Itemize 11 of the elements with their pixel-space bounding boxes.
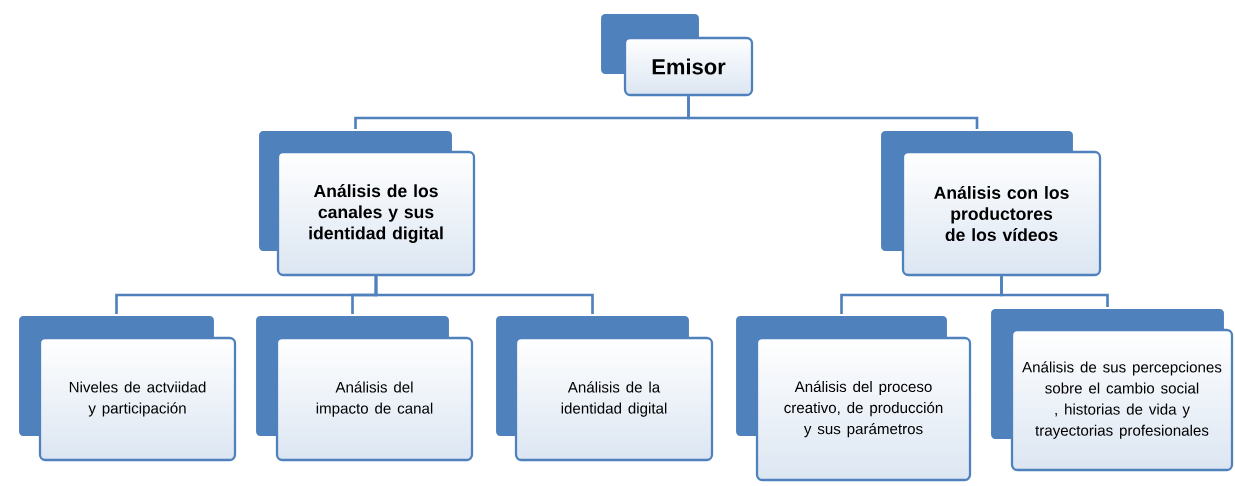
process-box: Análisis con los productores de los vídeos bbox=[878, 128, 1102, 277]
process-box: Análisis del proceso creativo, de producción y sus parámetros bbox=[733, 313, 972, 482]
connector-line bbox=[374, 276, 594, 314]
process-box: Análisis del impacto de canal bbox=[253, 313, 474, 462]
process-box: Análisis de sus percepciones sobre el cambio social , historias de vida y trayectorias profesionales bbox=[988, 306, 1234, 472]
process-box: Análisis de los canales y sus identidad digital bbox=[256, 128, 476, 277]
process-box: Niveles de actviidad y participación bbox=[16, 313, 237, 462]
process-box: Análisis de la identidad digital bbox=[493, 313, 714, 462]
connector-line bbox=[687, 96, 979, 129]
connector-line bbox=[1000, 276, 1109, 307]
process-box: Emisor bbox=[598, 11, 754, 97]
